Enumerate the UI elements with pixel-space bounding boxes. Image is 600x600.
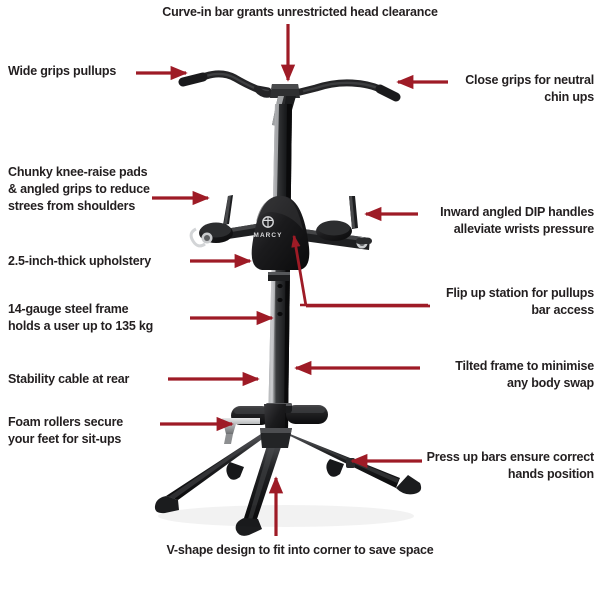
base-leg-left	[154, 432, 272, 514]
callout-curve-in-bar: Curve-in bar grants unrestricted head cl…	[162, 5, 438, 19]
callout-stability-cable: Stability cable at rear	[8, 372, 130, 386]
wide-grip-left	[178, 70, 272, 95]
post-collar	[268, 272, 290, 281]
callout-knee-raise-pads: Chunky knee-raise pads & angled grips to…	[8, 165, 150, 213]
callout-flip-up-station: Flip up station for pullups bar access	[445, 286, 594, 317]
wide-grip-right	[296, 79, 401, 102]
callout-foam-rollers: Foam rollers secure your feet for sit-up…	[8, 415, 124, 446]
callout-close-grips-chin-ups: Close grips for neutral chin ups	[465, 73, 594, 104]
callout-dip-handles: Inward angled DIP handles alleviate wris…	[440, 205, 594, 236]
callout-tilted-frame: Tilted frame to minimise any body swap	[455, 359, 594, 390]
callout-v-shape-design: V-shape design to fit into corner to sav…	[166, 543, 434, 557]
base-leg-front	[235, 436, 284, 536]
base-hub	[260, 428, 292, 448]
dip-arm-right	[296, 196, 372, 250]
brand-logo: MARCY	[254, 216, 283, 239]
callout-press-up-bars: Press up bars ensure correct hands posit…	[426, 450, 595, 481]
callout-upholstery-thickness: 2.5-inch-thick upholstery	[8, 254, 151, 268]
dip-arm-left	[189, 195, 268, 248]
back-pad: MARCY	[251, 196, 310, 270]
post-adjustment-holes	[277, 283, 283, 317]
callout-wide-grips-pullups: Wide grips pullups	[8, 64, 117, 78]
callout-steel-frame-capacity: 14-gauge steel frame holds a user up to …	[8, 302, 154, 333]
base-leg-right	[282, 432, 422, 495]
foam-rollers	[222, 403, 328, 444]
floor-shadow	[158, 505, 414, 527]
svg-text:MARCY: MARCY	[254, 232, 283, 239]
